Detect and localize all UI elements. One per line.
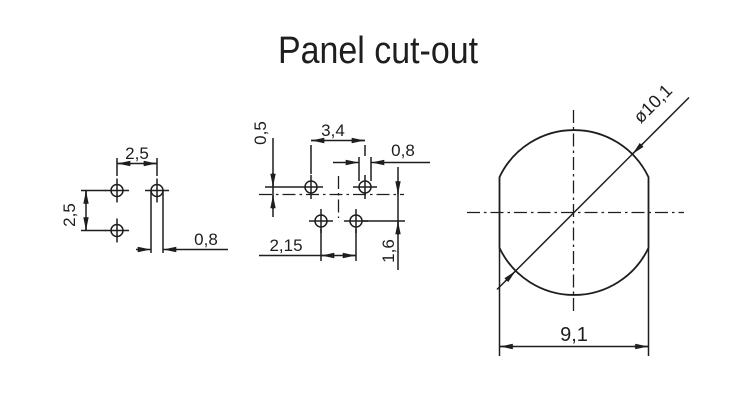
dim-label: 3,4 <box>321 121 345 140</box>
dim-label: 0,8 <box>194 230 218 249</box>
hole-marker <box>104 177 130 204</box>
dim-left-horizontal-pitch: 2,5 <box>116 144 158 176</box>
slot-lines <box>150 190 164 253</box>
dim-label: 9,1 <box>560 324 588 346</box>
dim-middle-top-offset: 0,5 <box>251 121 299 217</box>
page-title: Panel cut-out <box>278 30 478 72</box>
dim-left-vertical-pitch: 2,5 <box>60 189 106 232</box>
dim-label: 2,5 <box>60 203 79 227</box>
hole-marker <box>104 217 130 244</box>
dim-label: 2,15 <box>269 236 302 255</box>
dim-left-slot-width: 0,8 <box>136 230 228 253</box>
dim-label: ø10,1 <box>629 80 676 127</box>
hole-marker <box>352 174 378 200</box>
dim-label: 0,8 <box>391 141 415 160</box>
dim-label: 2,5 <box>125 144 149 163</box>
dim-label: 1,6 <box>379 239 398 263</box>
hole-marker <box>298 174 324 200</box>
left-hole-pattern-view: 2,5 2,5 0,8 <box>60 144 228 253</box>
panel-cutout-view: ø10,1 9,1 <box>467 80 690 356</box>
dim-middle-bottom-offset: 1,6 <box>362 167 405 270</box>
dim-middle-bottom-pitch: 2,15 <box>259 229 357 261</box>
dim-label: 0,5 <box>251 121 270 145</box>
middle-hole-pattern-view: 3,4 0,5 0,8 <box>251 121 430 270</box>
dim-middle-slot-width: 0,8 <box>333 141 430 181</box>
hole-marker <box>144 177 170 204</box>
dim-middle-top-pitch: 3,4 <box>310 121 366 174</box>
dim-across-flats: 9,1 <box>498 247 650 356</box>
diameter-leader: ø10,1 <box>496 80 690 291</box>
